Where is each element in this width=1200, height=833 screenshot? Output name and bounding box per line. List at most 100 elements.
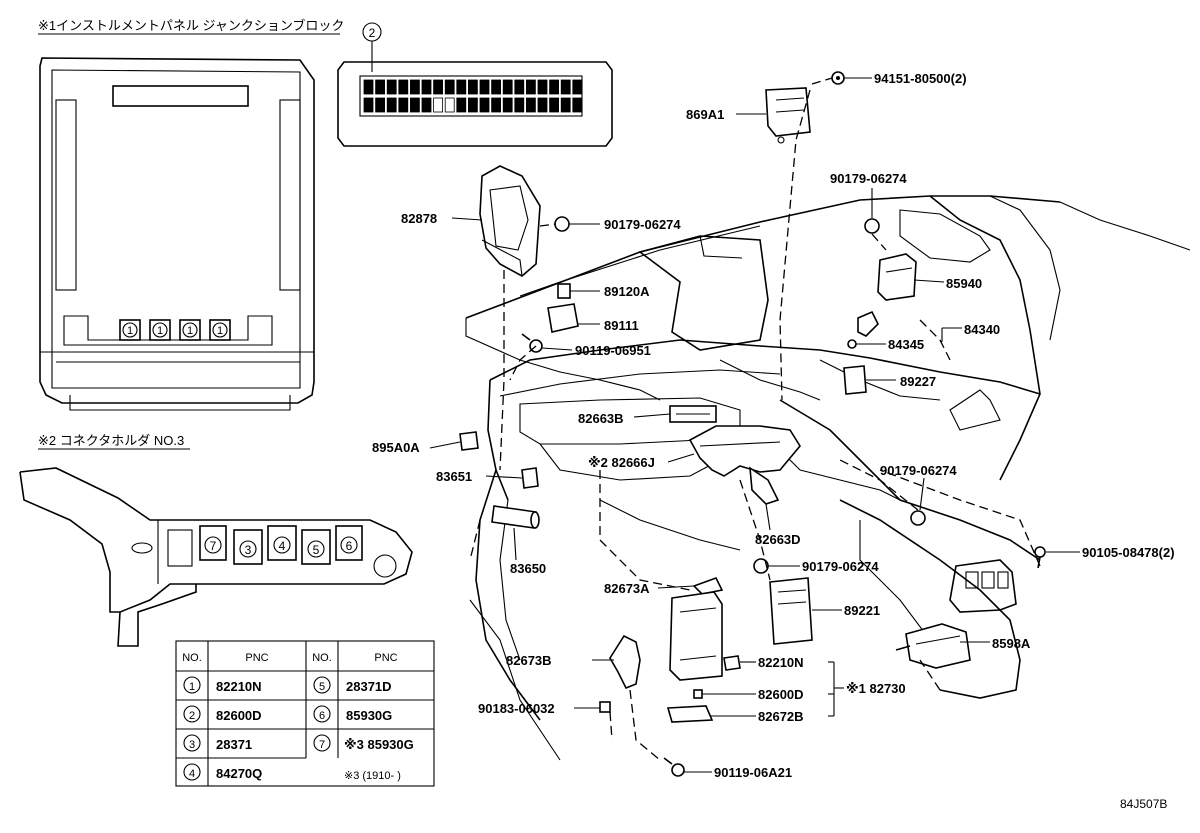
label-82663D: 82663D [755,532,801,547]
connector-holder-inset: ※2 コネクタホルダ NO.3 7 3 4 5 [19,433,413,647]
table-row2-no2: 6 [319,710,325,722]
figure-code: 84J507B [1120,797,1167,811]
connector-strip-callout: 2 [369,26,376,40]
component-parts [459,71,1046,777]
connector-cell [491,97,502,113]
connector-cell [560,79,571,95]
table-header-pnc-2: PNC [374,652,397,664]
label-82663B: 82663B [578,411,624,426]
holder-callout-5: 5 [301,529,331,565]
connector-cell [386,97,397,113]
jb-callout-1c: 1 [179,319,201,341]
label-84340: 84340 [964,322,1000,337]
label-82878: 82878 [401,211,437,226]
table-row4-pnc1: 84270Q [216,766,262,781]
connector-cell [467,97,478,113]
table-row3-no1: 3 [189,739,195,751]
svg-text:6: 6 [346,539,353,553]
table-row2-no1: 2 [189,710,195,722]
instrument-panel-drawing [465,195,1191,761]
jb-callout-1a: 1 [119,319,141,341]
holder-callout-7: 7 [199,525,227,561]
label-83650: 83650 [510,561,546,576]
table-row2-pnc1: 82600D [216,708,262,723]
connector-cell [433,97,444,113]
label-90179-06274-top: 90179-06274 [830,171,907,186]
connector-cell [375,79,386,95]
connector-cell [467,79,478,95]
label-90105-08478: 90105-08478(2) [1082,545,1175,560]
connector-cell [456,79,467,95]
connector-cell [363,97,374,113]
connector-cell [363,79,374,95]
label-82673B: 82673B [506,653,552,668]
table-row1-no2: 5 [319,681,325,693]
connector-cell [537,97,548,113]
svg-text:1: 1 [157,325,163,337]
table-row1-pnc2: 28371D [346,679,392,694]
label-82673A: 82673A [604,581,650,596]
table-row3-no2: 7 [319,739,325,751]
label-83651: 83651 [436,469,472,484]
label-94151-80500: 94151-80500(2) [874,71,967,86]
junction-block-title: ※1インストルメントパネル ジャンクションブロック [38,18,344,33]
label-84345: 84345 [888,337,924,352]
label-82666J: ※2 82666J [588,455,655,470]
label-8598A: 8598A [992,636,1031,651]
label-90183-06032: 90183-06032 [478,701,555,716]
connector-cell [375,97,386,113]
connector-cell [549,97,559,113]
connector-cell [409,97,420,113]
label-82730: ※1 82730 [846,681,906,696]
label-895A0A: 895A0A [372,440,420,455]
table-row2-pnc2: 85930G [346,708,392,723]
connector-cell [421,97,432,113]
label-85940: 85940 [946,276,982,291]
table-row4-no1: 4 [189,768,195,780]
svg-text:1: 1 [217,325,223,337]
part-number-labels: 94151-80500(2) 869A1 90179-06274 82878 9… [372,71,1175,780]
connector-cell [514,79,525,95]
connector-strip-inset: 2 [337,22,613,147]
connector-cells [363,79,583,113]
label-89111: 89111 [604,318,639,333]
table-header-pnc-1: PNC [245,652,268,664]
label-82210N: 82210N [758,655,804,670]
connector-cell [526,97,536,113]
leader-lines [429,77,1080,773]
label-869A1: 869A1 [686,107,724,122]
connector-cell [421,79,432,95]
label-90179-06274-left: 90179-06274 [604,217,681,232]
connector-cell [549,79,559,95]
svg-text:7: 7 [210,539,217,553]
svg-text:1: 1 [127,325,133,337]
connector-cell [456,97,467,113]
connector-cell [444,97,455,113]
table-footnote: ※3 (1910- ) [344,770,401,782]
label-82600D: 82600D [758,687,804,702]
label-82672B: 82672B [758,709,804,724]
connector-cell [409,79,420,95]
connector-cell [433,79,444,95]
holder-callout-4: 4 [267,525,297,561]
holder-callout-6: 6 [335,525,363,561]
jb-callout-1b: 1 [149,319,171,341]
table-row3-pnc2: ※3 85930G [344,737,414,752]
jb-callout-1d: 1 [209,319,231,341]
pnc-table: NO. PNC NO. PNC 1 82210N 5 28371D 2 8260… [175,640,435,787]
connector-cell [398,79,409,95]
label-90119-06951: 90119-06951 [575,343,651,358]
label-89221: 89221 [844,603,880,618]
connector-cell [502,97,513,113]
connector-cell [502,79,513,95]
table-row1-pnc1: 82210N [216,679,262,694]
table-row1-no1: 1 [189,681,195,693]
connector-cell [526,79,536,95]
connector-cell [572,79,583,95]
label-90179-06274-low: 90179-06274 [802,559,879,574]
label-90179-06274-mid: 90179-06274 [880,463,957,478]
label-90119-06A21: 90119-06A21 [714,765,792,780]
connector-cell [572,97,583,113]
